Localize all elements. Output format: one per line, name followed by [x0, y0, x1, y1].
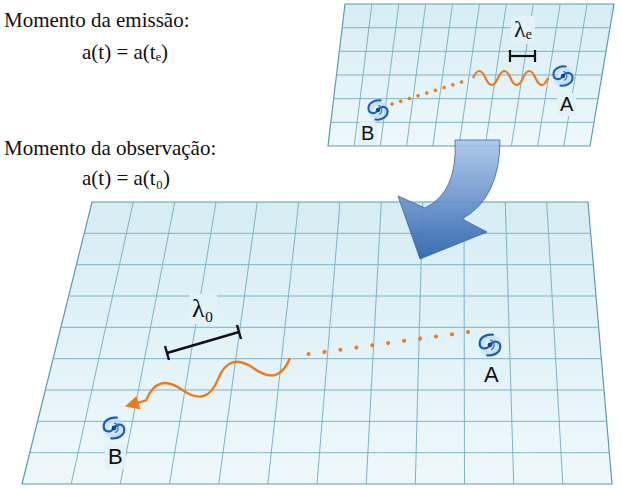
galaxy-label: A	[481, 362, 502, 387]
space-grid-emission	[328, 4, 614, 146]
formula-text: a(t) = a(t₀)	[82, 166, 170, 190]
wavelength-label: λ₀	[189, 294, 217, 324]
galaxy-b	[366, 98, 390, 122]
galaxy-label: B	[358, 122, 377, 145]
wavelength-label: λₑ	[511, 16, 535, 44]
galaxy-a	[551, 64, 575, 88]
space-grid-observation	[22, 202, 612, 484]
wavelength-bracket-observation	[165, 325, 241, 360]
time-arrow	[398, 140, 500, 259]
light-path-emission	[392, 71, 548, 104]
galaxy-a	[477, 332, 503, 358]
heading-text: Momento da emissão:	[4, 8, 189, 32]
formula-text: a(t) = a(tₑ)	[82, 40, 168, 64]
wavelength-bracket-emission	[510, 50, 535, 62]
galaxy-label: B	[105, 444, 126, 469]
heading-text: Momento da observação:	[4, 136, 216, 160]
galaxy-label: A	[557, 93, 576, 116]
galaxy-b	[101, 415, 127, 441]
light-path-observation	[122, 332, 468, 418]
